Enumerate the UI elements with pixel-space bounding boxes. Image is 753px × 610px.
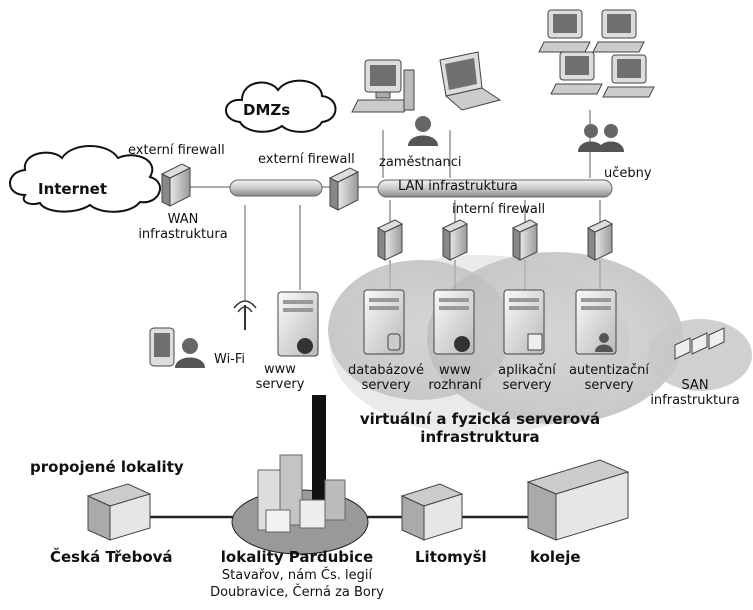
dmzs-label: DMZs (243, 101, 291, 119)
internal-firewall-icon (376, 219, 404, 261)
lan-backbone (377, 179, 613, 198)
ceska-trebova-label: Česká Třebová (50, 548, 173, 566)
app-servers-label: aplikační servery (490, 363, 564, 393)
san-area (648, 319, 752, 391)
app-servers-label-line1: aplikační (498, 363, 556, 378)
web-interface-label-line2: rozhraní (428, 378, 482, 393)
external-firewall-left-label: externí firewall (128, 143, 225, 158)
server-infrastructure-label: virtuální a fyzická serverová infrastruk… (340, 410, 620, 446)
db-servers-label-line1: databázové (348, 363, 424, 378)
www-servers-label: www servery (250, 362, 310, 392)
pardubice-label-sub1: Stavařov, nám Čs. legií (221, 568, 373, 583)
san-label-line2: infrastruktura (650, 393, 740, 408)
students-people-icon (578, 124, 624, 152)
internal-firewall-icon (441, 219, 469, 261)
wan-label: WAN infrastruktura (128, 212, 238, 242)
mobile-device-icon (149, 327, 175, 367)
auth-servers-label-line1: autentizační (568, 363, 650, 378)
san-label-line1: SAN (681, 378, 709, 393)
building-icon (400, 483, 464, 541)
auth-servers-label: autentizační servery (560, 363, 658, 393)
lan-infrastructure-label: LAN infrastruktura (398, 179, 518, 194)
internal-firewall-icon (586, 219, 614, 261)
application-server-icon (503, 289, 545, 355)
classrooms-label: učebny (604, 166, 652, 181)
server-infrastructure-label-line2: infrastruktura (420, 428, 540, 446)
authentication-server-icon (575, 289, 617, 355)
desktop-pc-icon (351, 59, 415, 113)
db-servers-label: databázové servery (346, 363, 426, 393)
classroom-pc-icon (550, 51, 603, 95)
san-storage-icon (674, 327, 725, 360)
employee-person-icon (408, 116, 438, 146)
web-interface-label-line1: www (439, 363, 471, 378)
dormitory-building-icon (526, 459, 630, 541)
litomysl-label: Litomyšl (415, 548, 487, 566)
wifi-antenna-icon (233, 300, 257, 330)
internal-firewall-icon (511, 219, 539, 261)
connected-sites-label: propojené lokality (30, 458, 184, 476)
pardubice-label: lokality Pardubice Stavařov, nám Čs. leg… (182, 548, 412, 600)
laptop-icon (439, 51, 502, 111)
wan-label-line2: infrastruktura (138, 227, 228, 242)
classroom-pc-icon (602, 54, 655, 98)
www-servers-label-line2: servery (255, 377, 305, 392)
san-label: SAN infrastruktura (640, 378, 750, 408)
external-firewall-icon (328, 167, 360, 211)
internet-label: Internet (38, 180, 108, 198)
external-firewall-icon (160, 163, 192, 207)
pardubice-label-title: lokality Pardubice (220, 548, 374, 566)
internet-cloud-icon (9, 145, 162, 213)
app-servers-label-line2: servery (502, 378, 552, 393)
wan-label-line1: WAN (167, 212, 199, 227)
city-buildings-icon (257, 395, 346, 533)
classroom-pc-icon (592, 9, 645, 53)
database-server-icon (363, 289, 405, 355)
web-interface-server-icon (433, 289, 475, 355)
wifi-label: Wi-Fi (214, 352, 246, 367)
dmzs-cloud-icon (225, 79, 337, 133)
web-interface-label: www rozhraní (420, 363, 490, 393)
mobile-user-icon (175, 338, 205, 368)
www-server-icon (277, 291, 319, 357)
koleje-label: koleje (530, 548, 581, 566)
wan-backbone (229, 179, 323, 197)
internal-firewall-label: interní firewall (452, 202, 546, 217)
pardubice-label-sub2: Doubravice, Černá za Bory (210, 585, 384, 600)
employees-label: zaměstnanci (379, 155, 462, 170)
www-servers-label-line1: www (264, 362, 296, 377)
building-icon (86, 483, 152, 541)
auth-servers-label-line2: servery (584, 378, 634, 393)
classroom-pc-icon (538, 9, 591, 53)
external-firewall-center-label: externí firewall (258, 152, 355, 167)
server-infrastructure-label-line1: virtuální a fyzická serverová (359, 410, 601, 428)
db-servers-label-line2: servery (361, 378, 411, 393)
